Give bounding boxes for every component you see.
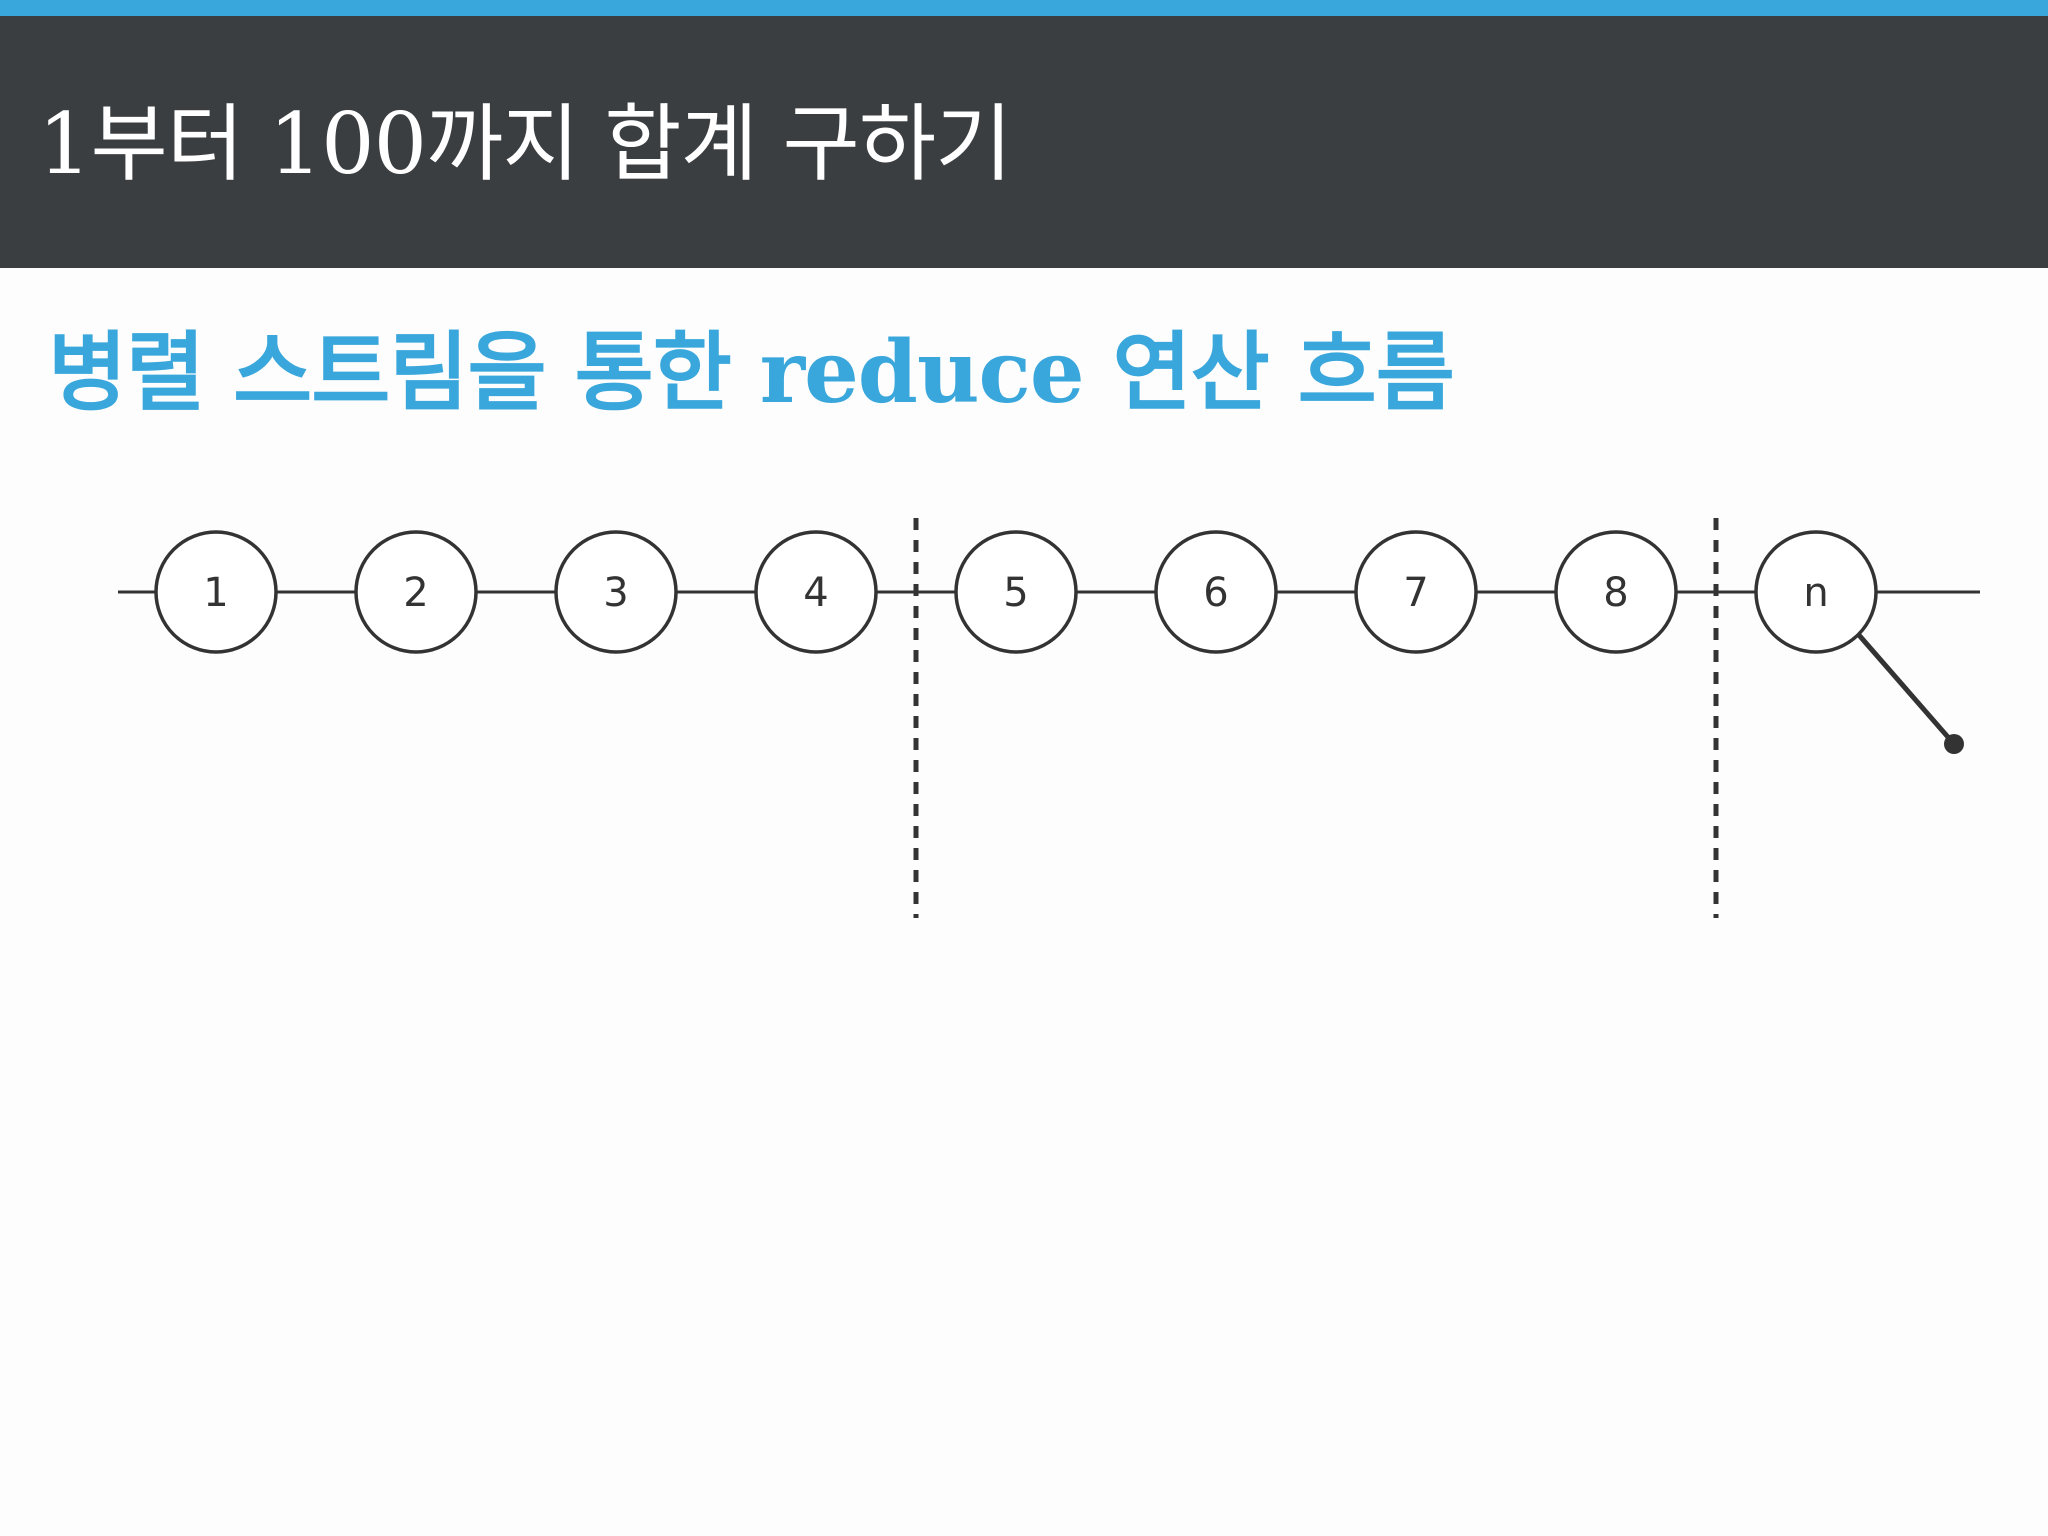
stream-node [954,530,1078,654]
node-label: 3 [603,570,628,616]
node-label: 8 [1603,570,1628,616]
accent-bar [0,0,2048,16]
stream-node [554,530,678,654]
stream-node [354,530,478,654]
stream-node [154,530,278,654]
stream-node [1354,530,1478,654]
node-label: 4 [803,570,828,616]
stream-diagram: 1 2 3 4 5 6 7 8 n [118,518,1980,918]
stream-node [1154,530,1278,654]
node-label: 1 [203,570,228,616]
stream-node [1554,530,1678,654]
terminal-line [1856,632,1956,746]
node-label: 2 [403,570,428,616]
slide-title: 1부터 100까지 합계 구하기 [38,95,1012,193]
terminal-dot [1944,734,1964,754]
node-label: 5 [1003,570,1028,616]
stream-node [1754,530,1878,654]
node-label: 6 [1203,570,1228,616]
node-label: n [1803,570,1828,616]
slide-subtitle: 병렬 스트림을 통한 reduce 연산 흐름 [48,322,1455,423]
header-bar: 1부터 100까지 합계 구하기 [0,16,2048,268]
node-label: 7 [1403,570,1428,616]
stream-node [754,530,878,654]
